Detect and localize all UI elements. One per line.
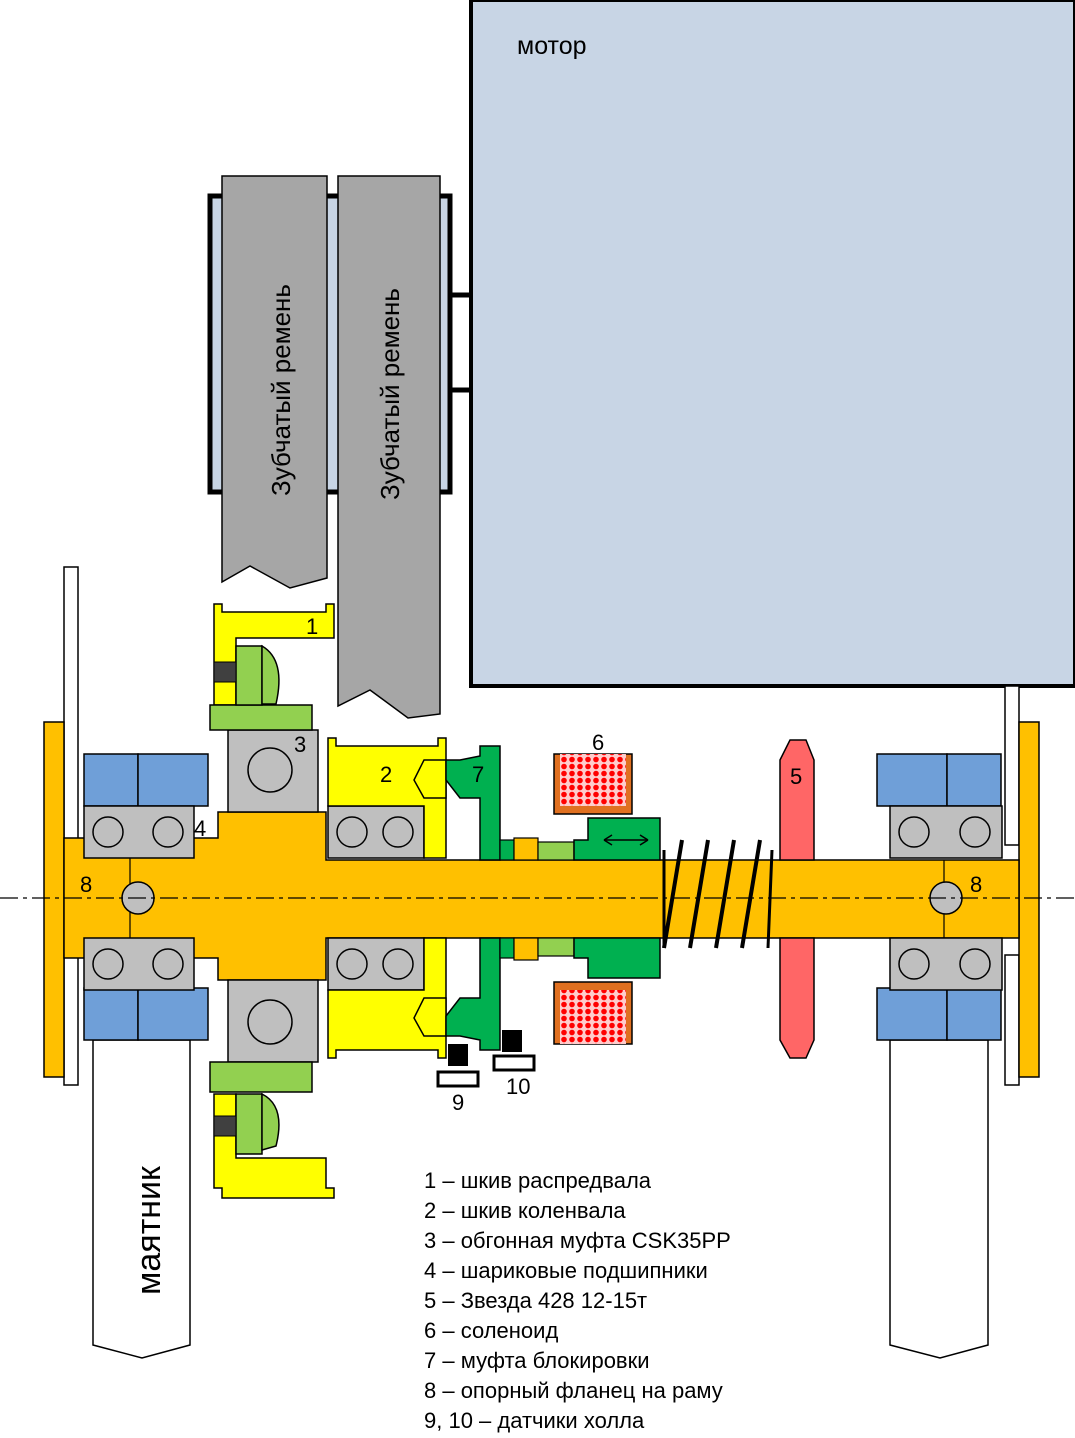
pendulum-right — [889, 685, 1020, 1359]
hall-sensor-10 — [492, 1030, 536, 1072]
lock-clutch — [445, 745, 661, 1051]
timing-belt-right: Зубчатый ремень — [337, 175, 441, 719]
legend-item: 8 – опорный фланец на раму — [424, 1378, 723, 1403]
label-4: 4 — [194, 816, 206, 841]
label-8-right: 8 — [970, 872, 982, 897]
bearing-housing-left — [83, 753, 209, 1041]
motor: мотор — [469, 0, 1075, 688]
legend-item: 2 – шкив коленвала — [424, 1198, 626, 1223]
camshaft-pulley — [209, 603, 335, 1199]
legend-item: 1 – шкив распредвала — [424, 1168, 652, 1193]
bearing-housing-right — [876, 753, 1002, 1041]
support-flange-left — [43, 721, 65, 1078]
belt-right-label: Зубчатый ремень — [375, 288, 405, 500]
legend-item: 9, 10 – датчики холла — [424, 1408, 645, 1433]
legend-item: 4 – шариковые подшипники — [424, 1258, 708, 1283]
label-8-left: 8 — [80, 872, 92, 897]
label-3: 3 — [294, 732, 306, 757]
sprocket — [779, 739, 815, 1059]
pendulum-left: маятник — [63, 566, 191, 1359]
label-9: 9 — [452, 1090, 464, 1115]
label-1: 1 — [306, 614, 318, 639]
spring — [662, 839, 774, 949]
motor-label: мотор — [517, 32, 587, 60]
support-flange-right — [1018, 721, 1040, 1078]
belt-left-label: Зубчатый ремень — [266, 284, 296, 496]
label-2: 2 — [380, 762, 392, 787]
label-10: 10 — [506, 1074, 530, 1099]
label-5: 5 — [790, 764, 802, 789]
label-7: 7 — [472, 762, 484, 787]
solenoid — [553, 753, 633, 1045]
ball-bearings — [83, 805, 1003, 991]
legend-item: 7 – муфта блокировки — [424, 1348, 650, 1373]
legend-item: 3 – обгонная муфта CSK35PP — [424, 1228, 731, 1253]
legend-item: 5 – Звезда 428 12-15т — [424, 1288, 648, 1313]
pendulum-label: маятник — [130, 1165, 168, 1295]
legend: 1 – шкив распредвала 2 – шкив коленвала … — [424, 1166, 731, 1436]
legend-item: 6 – соленоид — [424, 1318, 559, 1343]
timing-belt-left: Зубчатый ремень — [221, 175, 328, 589]
label-6: 6 — [592, 730, 604, 755]
hall-sensor-9 — [436, 1044, 480, 1088]
